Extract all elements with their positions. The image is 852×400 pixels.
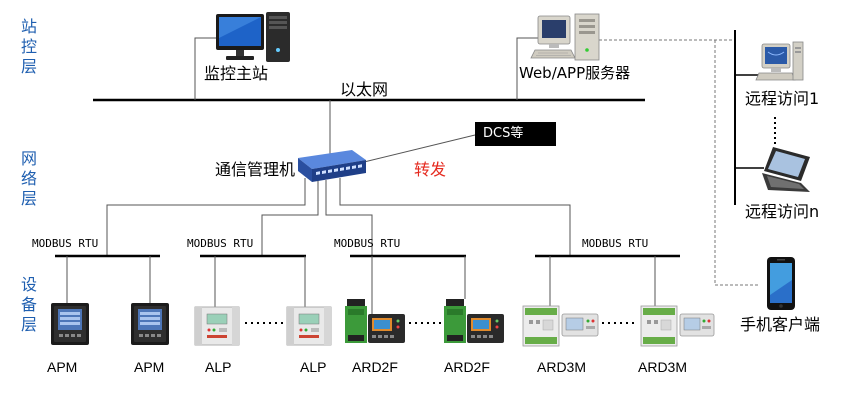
mobile-client-label: 手机客户端 (740, 315, 821, 334)
smartphone-icon (767, 257, 795, 310)
switch-to-bus-1-link (106, 178, 306, 256)
desktop-computer-icon (755, 41, 804, 81)
device-label: APM (47, 359, 78, 375)
desktop-computer-icon (216, 12, 290, 62)
modbus-bus-label: MODBUS RTU (32, 237, 99, 250)
ard3m-device-icon (522, 305, 599, 347)
ethernet-label: 以太网 (340, 80, 389, 99)
dcs-forward-link (363, 134, 476, 163)
switch-to-bus-2-link (261, 180, 319, 256)
monitor-station-link (194, 37, 216, 100)
laptop-icon (762, 147, 810, 192)
device-label: ARD3M (638, 359, 688, 375)
ard3m-device-icon (640, 305, 715, 347)
remote-access-n-label: 远程访问n (745, 202, 820, 221)
alp-device-icon (194, 306, 240, 346)
device-label: ARD3M (537, 359, 587, 375)
dcs-box: DCS等 (475, 122, 556, 146)
mobile-client-link (714, 40, 760, 286)
device-label: ARD2F (352, 359, 398, 375)
device-label: APM (134, 359, 165, 375)
modbus-bus-label: MODBUS RTU (582, 237, 649, 250)
ard2f-device-icon (444, 299, 504, 343)
device-label: ALP (205, 359, 232, 375)
monitor-station-label: 监控主站 (204, 64, 269, 83)
comm-manager-label: 通信管理机 (215, 160, 296, 179)
apm-meter-icon (131, 303, 169, 345)
connection-lines (55, 30, 776, 324)
server-link (516, 37, 538, 100)
switch-to-bus-4-link (339, 178, 571, 256)
device-label: ARD2F (444, 359, 490, 375)
switch-to-bus-3-link (325, 180, 373, 256)
server-label: Web/APP服务器 (519, 64, 631, 82)
apm-meter-icon (51, 303, 89, 345)
server-computer-icon (530, 13, 600, 61)
modbus-bus-label: MODBUS RTU (334, 237, 401, 250)
remote-access-1-label: 远程访问1 (745, 89, 820, 108)
modbus-bus-label: MODBUS RTU (187, 237, 254, 250)
ard2f-device-icon (345, 299, 405, 343)
network-switch-icon (298, 150, 366, 182)
alp-device-icon (286, 306, 332, 346)
device-label: ALP (300, 359, 327, 375)
forward-label: 转发 (414, 160, 447, 179)
layer-label-network: 网络层 (18, 150, 37, 210)
layer-label-device: 设备层 (18, 276, 37, 336)
layer-label-station: 站控层 (18, 18, 37, 78)
